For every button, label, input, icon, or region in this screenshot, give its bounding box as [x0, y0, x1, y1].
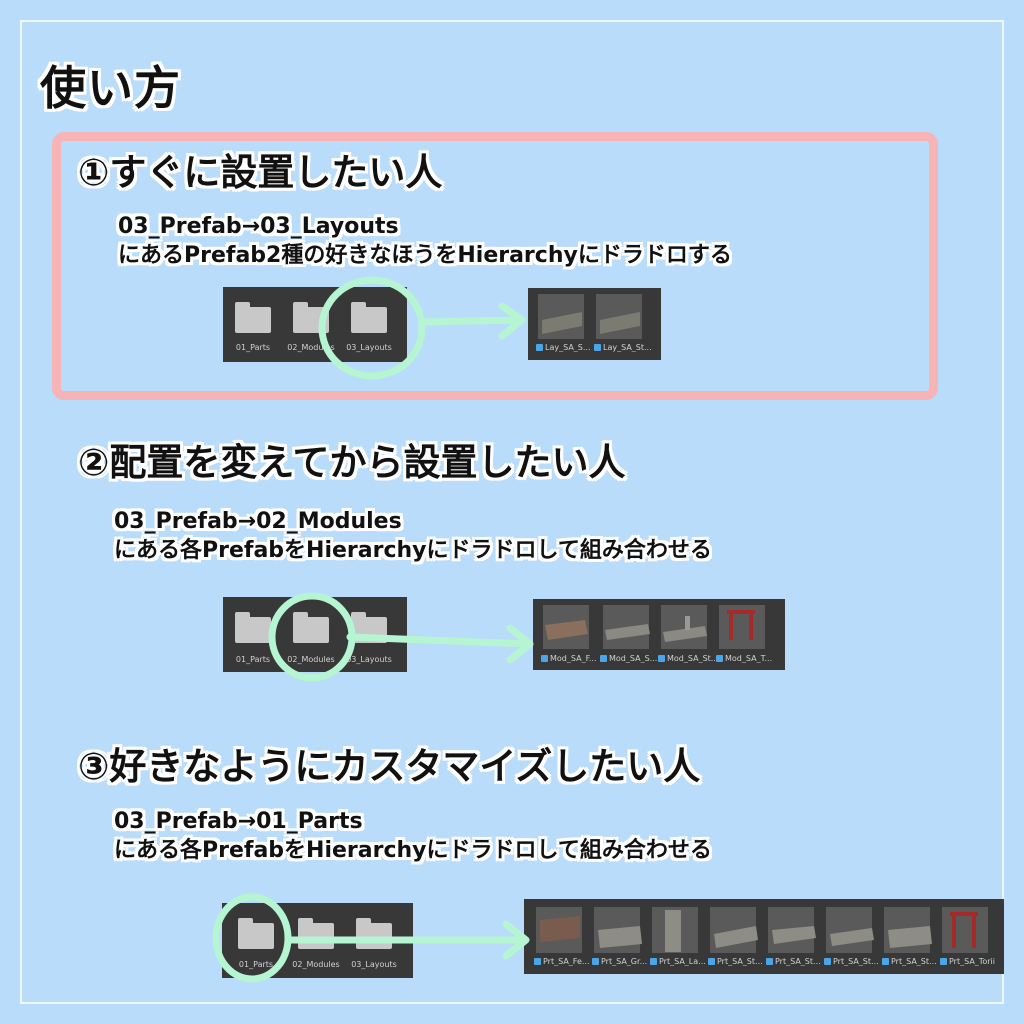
prefab-cube-icon	[766, 958, 773, 965]
folder-icon	[238, 918, 274, 949]
section-1-folder-panel: 01_Parts 02_Modules 03_Layouts	[223, 287, 407, 362]
section-3-folder-panel: 01_Parts 02_Modules 03_Layouts	[222, 903, 413, 978]
section-3-path: 03_Prefab→01_Parts	[114, 809, 363, 834]
prefab-label: Prt_SA_St...	[766, 957, 822, 966]
prefab-cube-icon	[658, 655, 665, 662]
section-2-instructions: 03_Prefab→02_Modules にある各PrefabをHierarch…	[114, 507, 712, 565]
prefab-label: Mod_SA_S...	[600, 654, 658, 663]
prefab-thumbnail[interactable]	[596, 294, 642, 339]
section-1-highlight-box	[52, 132, 938, 400]
section-3-prefab-panel: Prt_SA_Fe... Prt_SA_Gr... Prt_SA_La... P…	[524, 899, 1004, 974]
prefab-cube-icon	[824, 958, 831, 965]
folder-label: 03_Layouts	[351, 960, 397, 969]
folder-icon	[351, 612, 387, 643]
prefab-label: Mod_SA_F...	[541, 654, 599, 663]
folder-icon	[356, 918, 392, 949]
folder-label: 02_Modules	[292, 960, 340, 969]
folder-icon	[235, 612, 271, 643]
page-title: 使い方	[40, 61, 181, 115]
prefab-cube-icon	[650, 958, 657, 965]
section-2-title: ②配置を変えてから設置したい人	[78, 441, 626, 484]
prefab-thumbnail[interactable]	[543, 605, 589, 649]
prefab-cube-icon	[592, 958, 599, 965]
prefab-cube-icon	[536, 344, 543, 351]
prefab-label: Prt_SA_St...	[882, 957, 938, 966]
prefab-thumbnail[interactable]	[652, 907, 698, 953]
prefab-label: Prt_SA_La...	[650, 957, 706, 966]
prefab-cube-icon	[940, 958, 947, 965]
prefab-label: Prt_SA_Torii	[940, 957, 1000, 966]
prefab-cube-icon	[882, 958, 889, 965]
section-1-title: ①すぐに設置したい人	[78, 151, 443, 194]
section-1-prefab-panel: Lay_SA_S... Lay_SA_St...	[528, 288, 661, 360]
prefab-label: Lay_SA_S...	[536, 343, 592, 352]
prefab-thumbnail[interactable]	[594, 907, 640, 953]
section-3-instructions: 03_Prefab→01_Parts にある各PrefabをHierarchyに…	[114, 807, 712, 865]
prefab-thumbnail[interactable]	[603, 605, 649, 649]
prefab-thumbnail[interactable]	[710, 907, 756, 953]
prefab-thumbnail[interactable]	[768, 907, 814, 953]
section-1-instructions: 03_Prefab→03_Layouts にあるPrefab2種の好きなほうをH…	[118, 212, 732, 270]
prefab-cube-icon	[534, 958, 541, 965]
prefab-cube-icon	[600, 655, 607, 662]
folder-label: 02_Modules	[287, 343, 335, 352]
section-1-path: 03_Prefab→03_Layouts	[118, 214, 399, 239]
prefab-label: Mod_SA_St...	[658, 654, 716, 663]
prefab-thumbnail[interactable]	[826, 907, 872, 953]
folder-label: 01_Parts	[235, 655, 271, 664]
folder-label: 03_Layouts	[346, 655, 392, 664]
folder-icon	[293, 612, 329, 643]
prefab-thumbnail[interactable]	[538, 294, 584, 339]
section-3-instruction: にある各PrefabをHierarchyにドラドロして組み合わせる	[114, 838, 712, 863]
prefab-label: Mod_SA_T...	[716, 654, 776, 663]
section-1-instruction: にあるPrefab2種の好きなほうをHierarchyにドラドロする	[118, 243, 732, 268]
prefab-thumbnail[interactable]	[536, 907, 582, 953]
section-2-prefab-panel: Mod_SA_F... Mod_SA_S... Mod_SA_St... Mod…	[533, 599, 785, 670]
prefab-cube-icon	[541, 655, 548, 662]
folder-label: 01_Parts	[235, 343, 271, 352]
prefab-label: Prt_SA_St...	[824, 957, 880, 966]
section-2-path: 03_Prefab→02_Modules	[114, 509, 402, 534]
section-2-instruction: にある各PrefabをHierarchyにドラドロして組み合わせる	[114, 538, 712, 563]
prefab-label: Lay_SA_St...	[594, 343, 656, 352]
folder-icon	[298, 918, 334, 949]
section-3-title: ③好きなようにカスタマイズしたい人	[78, 745, 701, 788]
folder-icon	[351, 302, 387, 333]
prefab-label: Prt_SA_Fe...	[534, 957, 590, 966]
prefab-label: Prt_SA_St...	[708, 957, 764, 966]
prefab-thumbnail[interactable]	[719, 605, 765, 649]
prefab-cube-icon	[594, 344, 601, 351]
prefab-label: Prt_SA_Gr...	[592, 957, 648, 966]
prefab-thumbnail[interactable]	[884, 907, 930, 953]
folder-icon	[235, 302, 271, 333]
prefab-cube-icon	[716, 655, 723, 662]
prefab-thumbnail[interactable]	[942, 907, 988, 953]
folder-label: 03_Layouts	[346, 343, 392, 352]
prefab-cube-icon	[708, 958, 715, 965]
section-2-folder-panel: 01_Parts 02_Modules 03_Layouts	[223, 597, 407, 672]
folder-icon	[293, 302, 329, 333]
prefab-thumbnail[interactable]	[661, 605, 707, 649]
